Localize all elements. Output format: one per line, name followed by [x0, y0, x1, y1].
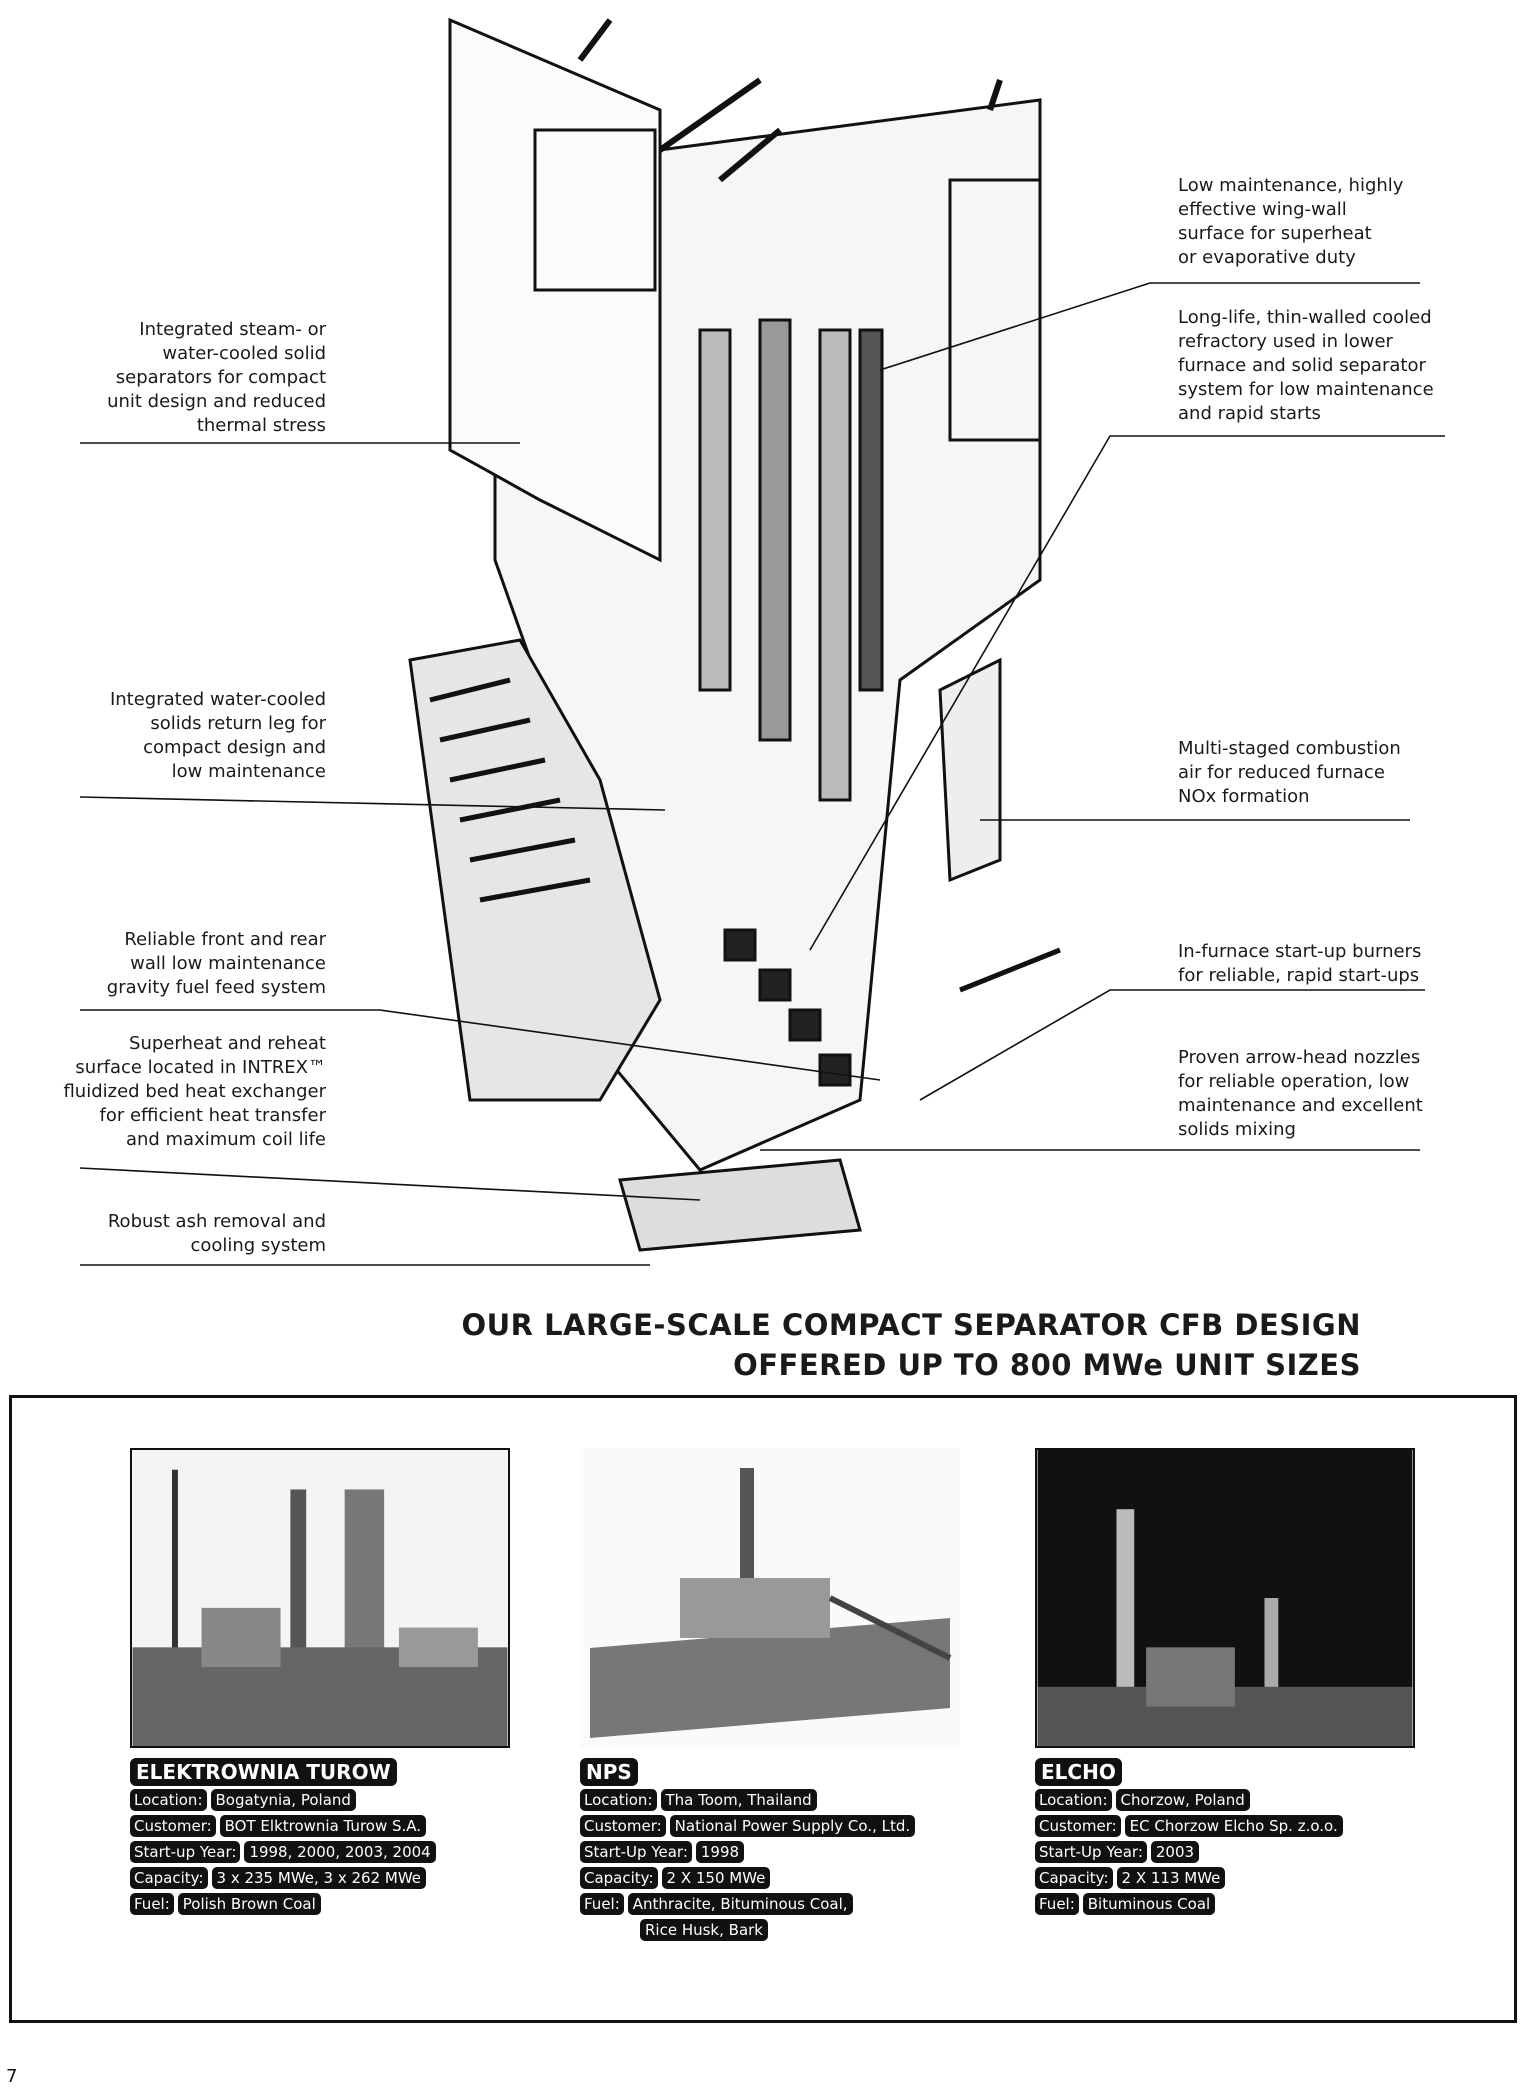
plant-name: NPS: [580, 1758, 638, 1786]
nozzle-block: [788, 1008, 822, 1042]
fuel-label: Fuel:: [130, 1893, 174, 1915]
callout-ash-removal: Robust ash removal and cooling system: [107, 1211, 326, 1256]
plant-photo-illustration: [132, 1450, 508, 1746]
leader-line: [79, 442, 881, 1266]
capacity-value: 2 X 113 MWe: [1116, 1867, 1226, 1889]
plant-photo-illustration: [580, 1448, 960, 1748]
capacity-label: Capacity:: [130, 1867, 208, 1889]
capacity-label: Capacity:: [580, 1867, 658, 1889]
callout-combustion-air: Multi-staged combustion air for reduced …: [1178, 738, 1401, 807]
plant-photo: [580, 1448, 960, 1748]
plant-name: ELCHO: [1035, 1758, 1122, 1786]
bottom-hopper: [618, 1158, 862, 1252]
nozzle-block: [758, 968, 792, 1002]
startup-value: 1998, 2000, 2003, 2004: [244, 1841, 436, 1863]
plant-photo: [1035, 1448, 1415, 1748]
location-label: Location:: [130, 1789, 207, 1811]
section-title-line-1: OUR LARGE-SCALE COMPACT SEPARATOR CFB DE…: [461, 1308, 1361, 1342]
location-value: Chorzow, Poland: [1115, 1789, 1250, 1811]
startup-value: 1998: [695, 1841, 745, 1863]
customer-value: BOT Elktrownia Turow S.A.: [219, 1815, 427, 1837]
location-value: Tha Toom, Thailand: [660, 1789, 817, 1811]
page-number: 7: [6, 2066, 18, 2087]
reference-plants-panel: ELEKTROWNIA TUROW Location:Bogatynia, Po…: [9, 1395, 1517, 2023]
callout-steam-separators: Integrated steam- or water-cooled solid …: [107, 319, 326, 436]
leader-line: [760, 282, 1445, 1151]
plant-card-elcho: ELCHO Location:Chorzow, Poland Customer:…: [1035, 1448, 1435, 1917]
fuel-value: Anthracite, Bituminous Coal,: [627, 1893, 853, 1915]
nozzle-block: [818, 1053, 852, 1087]
air-ports: [938, 657, 1002, 883]
fuel-value: Bituminous Coal: [1082, 1893, 1216, 1915]
customer-label: Customer:: [130, 1815, 216, 1837]
fuel-label: Fuel:: [1035, 1893, 1079, 1915]
location-label: Location:: [580, 1789, 657, 1811]
customer-label: Customer:: [1035, 1815, 1121, 1837]
customer-value: EC Chorzow Elcho Sp. z.o.o.: [1124, 1815, 1343, 1837]
callout-intrex: Superheat and reheat surface located in …: [63, 1033, 326, 1150]
callout-fuel-feed: Reliable front and rear wall low mainten…: [106, 929, 326, 998]
callout-wing-wall: Low maintenance, highly effective wing-w…: [1178, 175, 1404, 268]
customer-value: National Power Supply Co., Ltd.: [669, 1815, 916, 1837]
wing-wall-panel: [758, 318, 792, 742]
fuel-value: Polish Brown Coal: [177, 1893, 321, 1915]
solids-return-leg: [408, 638, 662, 1102]
wing-wall-panel: [698, 328, 732, 692]
startup-value: 2003: [1150, 1841, 1200, 1863]
callout-startup-burners: In-furnace start-up burners for reliable…: [1178, 941, 1422, 986]
plant-photo: [130, 1448, 510, 1748]
location-value: Bogatynia, Poland: [210, 1789, 356, 1811]
capacity-value: 3 x 235 MWe, 3 x 262 MWe: [211, 1867, 427, 1889]
plant-card-turow: ELEKTROWNIA TUROW Location:Bogatynia, Po…: [130, 1448, 530, 1917]
wing-wall-right: [948, 178, 1042, 442]
top-piping: [577, 18, 1003, 183]
callout-nozzles: Proven arrow-head nozzles for reliable o…: [1178, 1047, 1423, 1140]
customer-label: Customer:: [580, 1815, 666, 1837]
callout-refractory: Long-life, thin-walled cooled refractory…: [1178, 307, 1434, 424]
section-title-line-2: OFFERED UP TO 800 MWe UNIT SIZES: [733, 1348, 1361, 1382]
nozzle-block: [723, 928, 757, 962]
fuel-label: Fuel:: [580, 1893, 624, 1915]
startup-label: Start-Up Year:: [580, 1841, 692, 1863]
wing-wall-panel: [858, 328, 884, 692]
plant-name: ELEKTROWNIA TUROW: [130, 1758, 397, 1786]
intrex-tubes: [429, 677, 591, 903]
capacity-value: 2 X 150 MWe: [661, 1867, 771, 1889]
capacity-label: Capacity:: [1035, 1867, 1113, 1889]
separator-window: [533, 128, 657, 292]
startup-label: Start-Up Year:: [1035, 1841, 1147, 1863]
location-label: Location:: [1035, 1789, 1112, 1811]
plant-card-nps: NPS Location:Tha Toom, Thailand Customer…: [580, 1448, 980, 1943]
wing-wall-panel: [818, 328, 852, 802]
plant-photo-illustration: [1037, 1450, 1413, 1746]
fuel-value-continued: Rice Husk, Bark: [640, 1919, 768, 1941]
startup-burner: [959, 947, 1061, 993]
startup-label: Start-up Year:: [130, 1841, 241, 1863]
cfb-boiler-illustration: [79, 17, 1445, 1266]
callout-return-leg: Integrated water-cooled solids return le…: [109, 689, 326, 782]
